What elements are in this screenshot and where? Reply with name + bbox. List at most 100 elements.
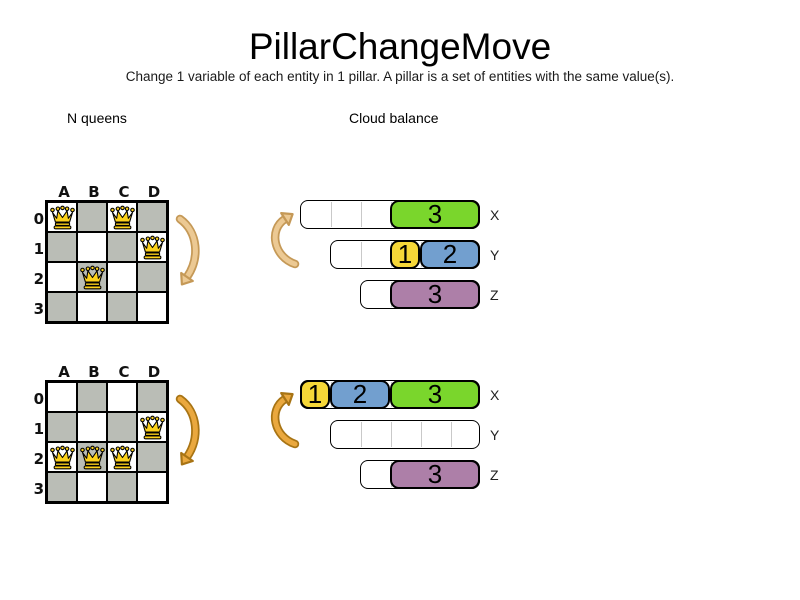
computer-label: X [490, 206, 500, 223]
curved-arrow-down-icon [175, 394, 200, 466]
board-cell-B1 [77, 232, 107, 262]
capacity-divider [421, 422, 422, 447]
board-cell-C0 [107, 382, 137, 412]
board-column-header: C [118, 363, 130, 381]
board-row-headers: 0 1 2 3 [29, 384, 44, 504]
board-cell-A0 [47, 382, 77, 412]
process-block: 3 [390, 380, 480, 409]
queen-icon [49, 445, 75, 469]
board-cell-A3 [47, 472, 77, 502]
board-row-header: 2 [33, 450, 44, 468]
process-block: 1 [390, 240, 420, 269]
board-cell-C1 [107, 412, 137, 442]
board-column-header: A [58, 183, 70, 201]
queen-icon [109, 445, 135, 469]
board-cell-A0 [47, 202, 77, 232]
page-subtitle: Change 1 variable of each entity in 1 pi… [125, 69, 675, 84]
board-cell-B2 [77, 442, 107, 472]
board-cell-A2 [47, 262, 77, 292]
curved-arrow-down-icon [175, 214, 200, 286]
process-block: 3 [390, 200, 480, 229]
page-title: PillarChangeMove [248, 26, 552, 67]
computer-label: Y [490, 246, 500, 263]
computer-label: Y [490, 426, 500, 443]
board-cell-D3 [137, 292, 167, 322]
queen-icon [49, 205, 75, 229]
board-cell-D1 [137, 412, 167, 442]
computer-label: X [490, 386, 500, 403]
computer-capacity-bar [330, 420, 480, 449]
board-cell-D3 [137, 472, 167, 502]
board-cell-C3 [107, 472, 137, 502]
queen-icon [79, 445, 105, 469]
computer-row-Y: Y [300, 420, 530, 449]
curved-arrow-up-icon [271, 211, 300, 269]
board-cell-B0 [77, 202, 107, 232]
section-label-cloud: Cloud balance [349, 110, 439, 126]
process-block: 1 [300, 380, 330, 409]
capacity-divider [451, 422, 452, 447]
board-column-header: B [88, 183, 100, 201]
capacity-divider [391, 422, 392, 447]
process-block: 3 [390, 280, 480, 309]
board-cell-B2 [77, 262, 107, 292]
board-cell-C2 [107, 262, 137, 292]
board-column-header: D [147, 183, 161, 201]
board-cell-B3 [77, 292, 107, 322]
board-row-header: 3 [33, 300, 44, 318]
board-cell-D2 [137, 442, 167, 472]
queen-icon [139, 235, 165, 259]
board-row-header: 1 [33, 420, 44, 438]
capacity-divider [361, 202, 362, 227]
board-row-header: 0 [33, 210, 44, 228]
queen-icon [109, 205, 135, 229]
board-cell-C2 [107, 442, 137, 472]
board-cell-B0 [77, 382, 107, 412]
board-column-header: D [147, 363, 161, 381]
board-cell-B3 [77, 472, 107, 502]
capacity-divider [361, 422, 362, 447]
capacity-divider [331, 202, 332, 227]
board-grid [47, 382, 167, 502]
board-grid [47, 202, 167, 322]
process-block: 3 [390, 460, 480, 489]
board-cell-D0 [137, 202, 167, 232]
queen-icon [139, 415, 165, 439]
board-cell-C3 [107, 292, 137, 322]
board-cell-A3 [47, 292, 77, 322]
board-cell-A2 [47, 442, 77, 472]
curved-arrow-up-icon [271, 391, 300, 449]
board-cell-C0 [107, 202, 137, 232]
board-cell-A1 [47, 412, 77, 442]
board-column-header: B [88, 363, 100, 381]
computer-label: Z [490, 286, 499, 303]
queen-icon [79, 265, 105, 289]
board-cell-A1 [47, 232, 77, 262]
board-cell-D2 [137, 262, 167, 292]
board-row-header: 1 [33, 240, 44, 258]
board-cell-D1 [137, 232, 167, 262]
board-column-header: C [118, 183, 130, 201]
section-label-nqueens: N queens [67, 110, 127, 126]
board-column-header: A [58, 363, 70, 381]
board-cell-D0 [137, 382, 167, 412]
board-row-header: 0 [33, 390, 44, 408]
board-cell-C1 [107, 232, 137, 262]
process-block: 2 [330, 380, 390, 409]
board-cell-B1 [77, 412, 107, 442]
computer-label: Z [490, 466, 499, 483]
board-row-header: 3 [33, 480, 44, 498]
capacity-divider [361, 242, 362, 267]
